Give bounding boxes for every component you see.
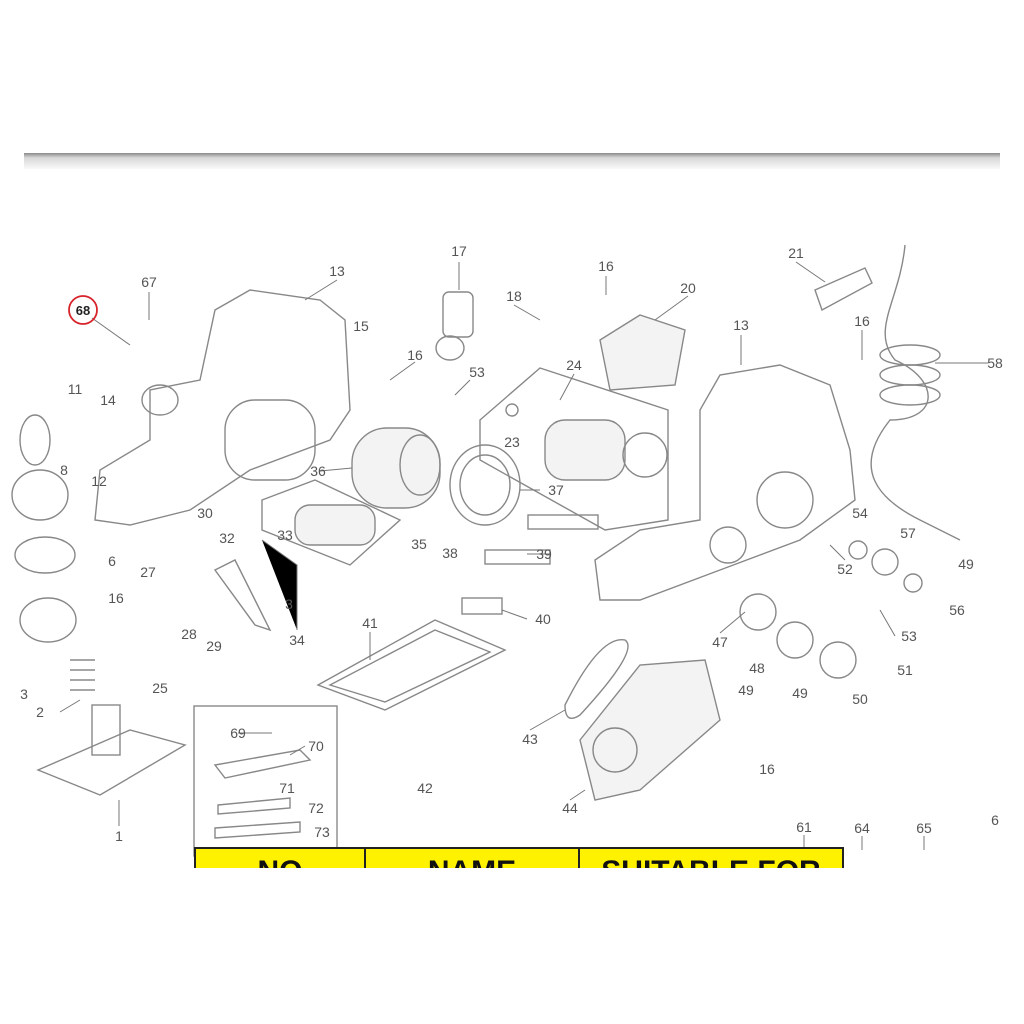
part-label-25: 25 <box>152 680 168 696</box>
header-no: NO <box>194 847 366 868</box>
header-suitable-for: SUITABLE FOR <box>578 847 844 868</box>
part-label-18: 18 <box>506 288 522 304</box>
motor-cover <box>599 314 686 391</box>
part-label-16: 16 <box>854 313 870 329</box>
part-label-65: 65 <box>916 820 932 836</box>
part-label-40: 40 <box>535 611 551 627</box>
part-label-53: 53 <box>469 364 485 380</box>
table-header-row: NO NAME SUITABLE FOR <box>194 847 844 868</box>
part-label-16: 16 <box>759 761 775 777</box>
part-label-16: 16 <box>407 347 423 363</box>
part-label-70: 70 <box>308 738 324 754</box>
part-label-27: 27 <box>140 564 156 580</box>
part-label-51: 51 <box>897 662 913 678</box>
part-sketches <box>11 244 988 858</box>
part-label-71: 71 <box>279 780 295 796</box>
part-label-36: 36 <box>310 463 326 479</box>
blank-area <box>0 868 1024 1024</box>
part-label-73: 73 <box>314 824 330 840</box>
part-label-37: 37 <box>548 482 564 498</box>
part-label-49: 49 <box>738 682 754 698</box>
part-label-2: 2 <box>36 704 44 720</box>
part-label-56: 56 <box>949 602 965 618</box>
part-label-35: 35 <box>411 536 427 552</box>
part-label-52: 52 <box>837 561 853 577</box>
part-label-23: 23 <box>504 434 520 450</box>
part-label-13: 13 <box>733 317 749 333</box>
part-label-6: 6 <box>991 812 999 828</box>
part-label-20: 20 <box>680 280 696 296</box>
cutter-drum <box>294 504 376 546</box>
part-label-69: 69 <box>230 725 246 741</box>
power-cord <box>870 244 961 541</box>
part-label-47: 47 <box>712 634 728 650</box>
part-label-61: 61 <box>796 819 812 835</box>
part-label-39: 39 <box>536 546 552 562</box>
part-label-58: 58 <box>987 355 1003 371</box>
ring <box>449 444 521 526</box>
armature <box>544 419 626 481</box>
part-label-14: 14 <box>100 392 116 408</box>
part-label-12: 12 <box>91 473 107 489</box>
part-label-3: 3 <box>285 596 293 612</box>
part-label-3: 3 <box>20 686 28 702</box>
part-label-44: 44 <box>562 800 578 816</box>
header-name: NAME <box>364 847 580 868</box>
part-label-42: 42 <box>417 780 433 796</box>
part-label-38: 38 <box>442 545 458 561</box>
part-label-57: 57 <box>900 525 916 541</box>
parts-table: NO NAME SUITABLE FOR <box>194 847 844 868</box>
part-label-30: 30 <box>197 505 213 521</box>
part-label-6: 6 <box>108 553 116 569</box>
page-top-divider <box>24 153 1000 169</box>
housing-left <box>94 289 351 526</box>
part-label-49: 49 <box>958 556 974 572</box>
belt-cover <box>579 659 721 801</box>
part-label-16: 16 <box>108 590 124 606</box>
part-label-67: 67 <box>141 274 157 290</box>
part-label-13: 13 <box>329 263 345 279</box>
part-label-72: 72 <box>308 800 324 816</box>
part-label-33: 33 <box>277 527 293 543</box>
part-label-24: 24 <box>566 357 582 373</box>
part-label-8: 8 <box>60 462 68 478</box>
part-label-17: 17 <box>451 243 467 259</box>
base-plate <box>316 619 507 711</box>
part-label-68: 68 <box>76 303 90 318</box>
field-coil <box>351 427 441 509</box>
part-label-15: 15 <box>353 318 369 334</box>
highlight-circle-68 <box>68 295 98 325</box>
part-label-11: 11 <box>68 381 83 397</box>
housing-right <box>594 364 856 601</box>
part-label-32: 32 <box>219 530 235 546</box>
part-label-29: 29 <box>206 638 222 654</box>
part-label-49: 49 <box>792 685 808 701</box>
parts-table-container: NO NAME SUITABLE FOR <box>194 847 844 868</box>
part-label-53: 53 <box>901 628 917 644</box>
part-label-64: 64 <box>854 820 870 836</box>
part-label-54: 54 <box>852 505 868 521</box>
part-label-43: 43 <box>522 731 538 747</box>
part-label-50: 50 <box>852 691 868 707</box>
part-label-16: 16 <box>598 258 614 274</box>
part-label-34: 34 <box>289 632 305 648</box>
part-label-41: 41 <box>362 615 378 631</box>
part-label-21: 21 <box>788 245 804 261</box>
part-label-1: 1 <box>115 828 123 844</box>
part-label-28: 28 <box>181 626 197 642</box>
part-label-48: 48 <box>749 660 765 676</box>
